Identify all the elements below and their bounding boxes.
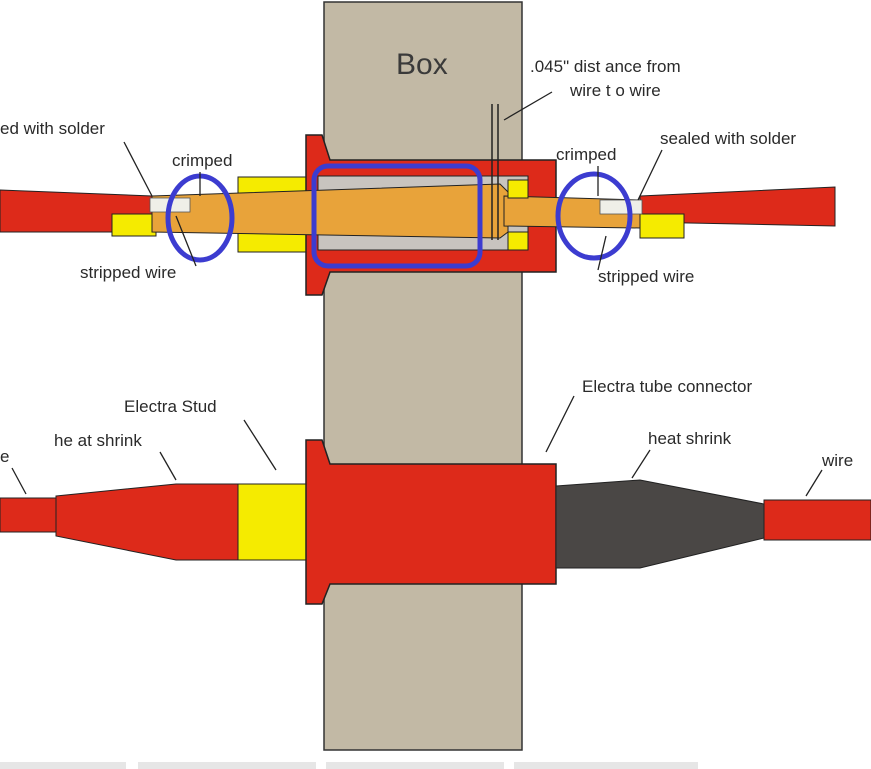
stripped-left-leader xyxy=(175,215,197,267)
heat-shrink-right xyxy=(555,479,765,569)
wire-right-leader xyxy=(805,469,823,497)
stripped-left-label: stripped wire xyxy=(80,263,176,282)
bottom-strip xyxy=(0,762,698,769)
heat-shrink-left-label: he at shrink xyxy=(54,431,142,450)
wire-left-bottom xyxy=(0,497,59,533)
heat-shrink-left xyxy=(55,483,241,561)
gap-label-line1: .045" dist ance from xyxy=(530,57,681,76)
electra-stud-label: Electra Stud xyxy=(124,397,217,416)
wire-right-bottom xyxy=(763,499,871,541)
electra-stud xyxy=(237,483,307,561)
stripped-wire-right xyxy=(599,199,643,215)
gap-leader xyxy=(503,91,553,121)
stud-left-top-a xyxy=(111,213,157,237)
contact-highlight-center-icon xyxy=(311,163,483,269)
sealed-left-leader xyxy=(123,141,153,197)
stud-right-top-a xyxy=(639,213,685,239)
electra-stud-leader xyxy=(243,419,277,471)
crimped-left-label: crimped xyxy=(172,151,232,170)
sealed-left-label: ed with solder xyxy=(0,119,105,138)
external-assembly xyxy=(0,439,871,605)
heat-shrink-left-leader xyxy=(159,451,177,481)
heat-shrink-right-label: heat shrink xyxy=(648,429,732,448)
cutaway-assembly xyxy=(0,104,836,296)
crimped-right-label: crimped xyxy=(556,145,616,164)
electra-tube-connector xyxy=(305,439,557,605)
gap-label-line2: wire t o wire xyxy=(569,81,661,100)
tube-conductor xyxy=(151,183,509,239)
stud-right-inner-b xyxy=(507,231,529,251)
wire-left-label: e xyxy=(0,447,9,466)
box-panel xyxy=(323,1,523,751)
heat-shrink-right-leader xyxy=(631,449,651,479)
box-label: Box xyxy=(396,48,448,81)
sealed-right-leader xyxy=(637,149,663,201)
wire-right-label: wire xyxy=(821,451,853,470)
wire-left-leader xyxy=(11,467,27,495)
electra-tube-leader xyxy=(545,395,575,453)
crimp-highlight-right-icon xyxy=(555,171,633,261)
stripped-right-leader xyxy=(597,235,607,271)
sealed-right-label: sealed with solder xyxy=(660,129,796,148)
stud-right-inner-a xyxy=(507,179,529,199)
electra-tube-label: Electra tube connector xyxy=(582,377,752,396)
stripped-right-label: stripped wire xyxy=(598,267,694,286)
